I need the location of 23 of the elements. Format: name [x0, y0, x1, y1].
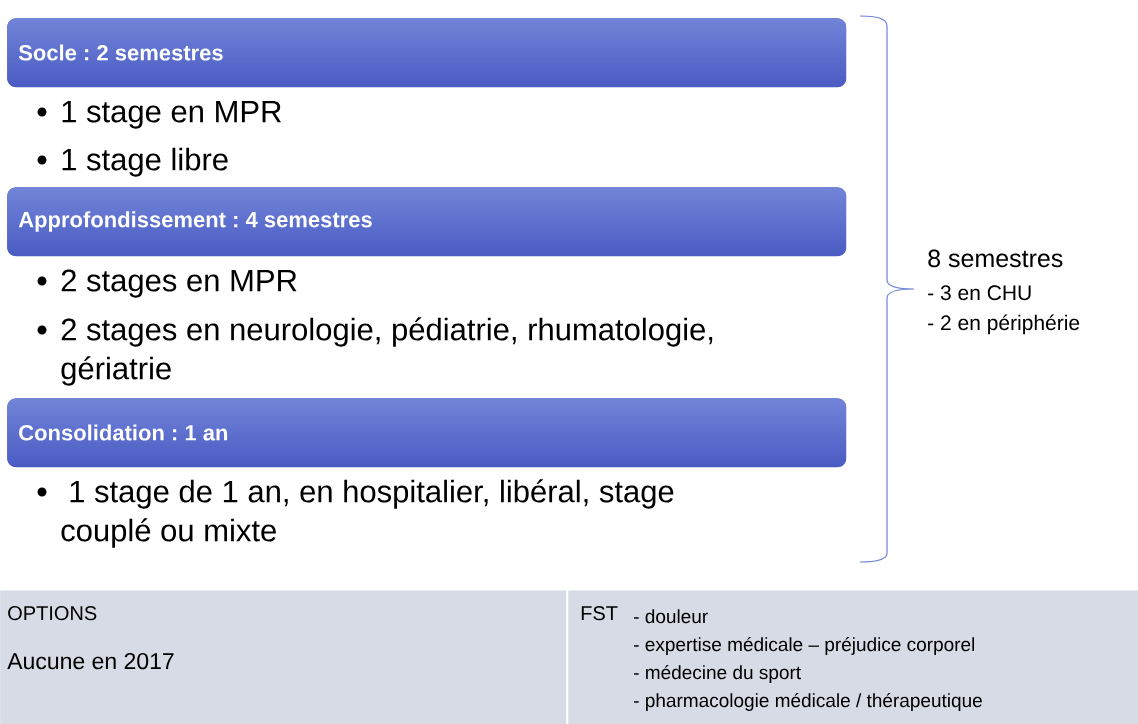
table-cell [568, 590, 1138, 724]
brace-label: - 3 en CHU [928, 285, 1031, 301]
cell-text: Aucune en 2017 [7, 652, 174, 670]
bullet-text: 1 stage de 1 an, en hospitalier, libéral, stage couplé ou mixte [61, 479, 674, 548]
band-title: Approfondissement : 4 semestres [18, 211, 372, 232]
list-item: - douleur [634, 609, 708, 624]
list-item: - expertise médicale – préjudice corporel [634, 637, 975, 655]
bullet-text: 1 stage en MPR [62, 100, 281, 129]
heading-band [7, 18, 847, 88]
heading-band [7, 187, 847, 257]
list-item: - pharmacologie médicale / thérapeutique [634, 693, 982, 711]
cell-heading: FST [581, 606, 618, 621]
heading-band [7, 398, 847, 468]
band-title: Socle : 2 semestres [18, 44, 223, 61]
bullet-text: 1 stage libre [62, 147, 228, 177]
brace-label: 8 semestres [928, 249, 1063, 268]
bullet-text: 2 stages en MPR [61, 269, 297, 298]
band-title: Consolidation : 1 an [19, 424, 228, 441]
cell-heading: OPTIONS [8, 606, 97, 621]
bullet-text: 2 stages en neurologie, pédiatrie, rhumatologie, gériatrie [61, 317, 713, 386]
brace-label: - 2 en périphérie [928, 314, 1080, 335]
list-item: - médecine du sport [634, 665, 801, 683]
table-cell [0, 590, 567, 724]
